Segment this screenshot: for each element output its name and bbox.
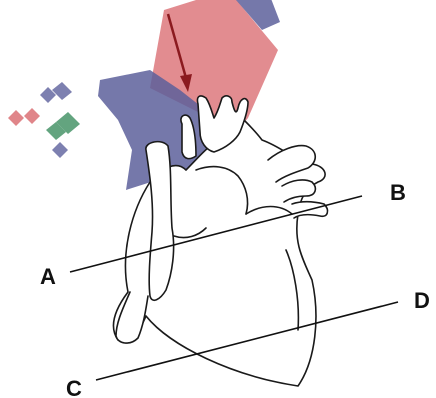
label-d: D xyxy=(414,288,430,313)
label-a: A xyxy=(40,264,56,289)
label-b: B xyxy=(390,180,406,205)
label-c: C xyxy=(66,376,82,398)
